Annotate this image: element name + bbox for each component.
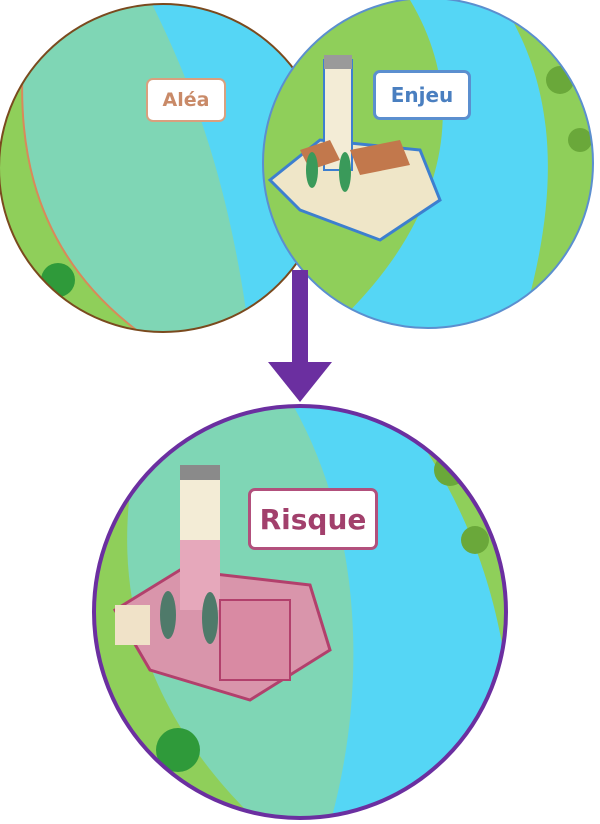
risk-circle [94,406,506,818]
stake-label: Enjeu [373,70,471,120]
village-icon [267,55,442,242]
risk-label: Risque [248,488,378,550]
tree-icon [156,728,200,772]
stake-circle [263,0,593,328]
tree-icon [41,263,75,297]
arrow-down-icon [268,270,332,402]
village-icon [112,465,332,702]
hazard-label: Aléa [146,78,226,122]
